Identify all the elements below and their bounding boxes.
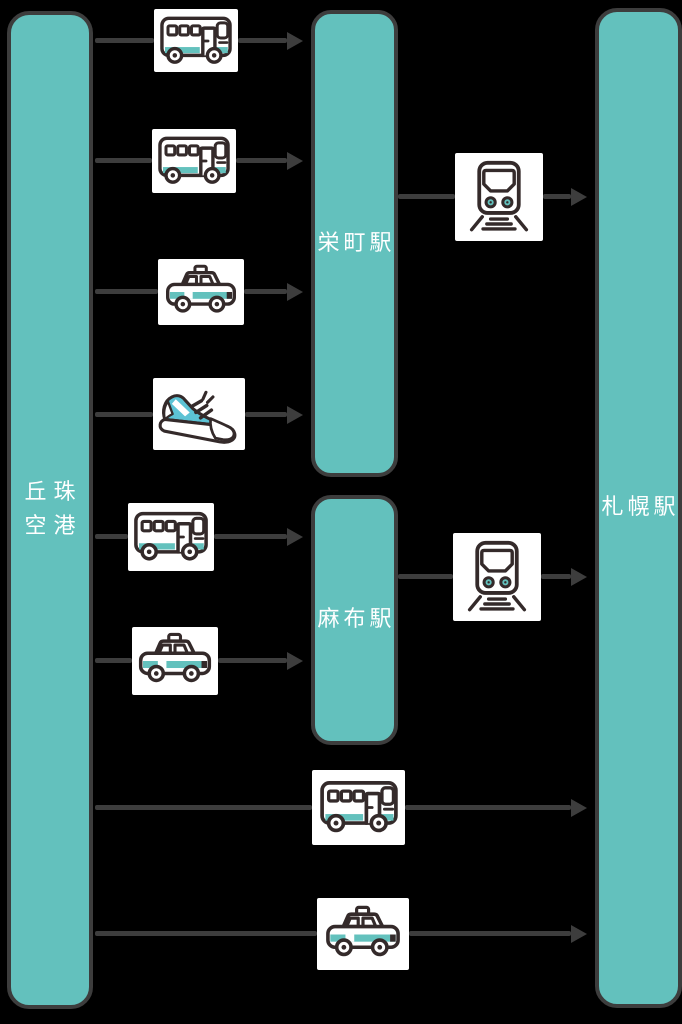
- icon-card-sneaker: [153, 378, 245, 450]
- arrow-line: [214, 534, 287, 539]
- train-icon: [461, 159, 537, 235]
- node-asabu-station: 麻布駅: [311, 495, 398, 745]
- station-label-okadama: 丘珠 空港: [24, 480, 83, 539]
- arrow-head: [287, 406, 303, 424]
- icon-card-train-1: [455, 153, 543, 241]
- arrow-head: [287, 283, 303, 301]
- arrow-head: [571, 925, 587, 943]
- arrow-line: [405, 805, 571, 810]
- arrow-line: [95, 658, 132, 663]
- arrow-head: [287, 652, 303, 670]
- arrow-head: [571, 188, 587, 206]
- taxi-icon: [163, 264, 239, 320]
- icon-card-taxi-3: [317, 898, 409, 970]
- taxi-icon: [136, 632, 214, 690]
- arrow-line: [409, 931, 571, 936]
- node-sapporo-station: 札幌駅: [595, 8, 682, 1008]
- arrow-head: [287, 152, 303, 170]
- arrow-line: [238, 38, 287, 43]
- bus-icon: [318, 777, 400, 838]
- icon-card-taxi-1: [158, 259, 244, 325]
- icon-card-bus-3: [128, 503, 214, 571]
- arrow-head: [287, 528, 303, 546]
- bus-icon: [158, 13, 234, 69]
- icon-card-bus-1: [154, 9, 238, 72]
- icon-card-train-2: [453, 533, 541, 621]
- station-label-asabu: 麻布駅: [317, 607, 396, 632]
- taxi-icon: [323, 905, 403, 964]
- arrow-line: [398, 194, 455, 199]
- sneaker-icon: [156, 383, 242, 445]
- arrow-line: [245, 412, 287, 417]
- node-sakaemachi-station: 栄町駅: [311, 10, 398, 477]
- bus-icon: [132, 508, 210, 566]
- icon-card-taxi-2: [132, 627, 218, 695]
- node-okadama-airport: 丘珠 空港: [7, 11, 93, 1009]
- arrow-head: [571, 568, 587, 586]
- icon-card-bus-4: [312, 770, 405, 845]
- arrow-head: [571, 799, 587, 817]
- arrow-line: [95, 931, 317, 936]
- arrow-line: [398, 574, 453, 579]
- arrow-line: [95, 289, 158, 294]
- train-icon: [459, 539, 535, 615]
- arrow-line: [236, 158, 287, 163]
- bus-icon: [156, 133, 232, 189]
- station-label-sapporo: 札幌駅: [601, 495, 680, 520]
- arrow-line: [95, 534, 128, 539]
- arrow-head: [287, 32, 303, 50]
- icon-card-bus-2: [152, 129, 236, 193]
- arrow-line: [218, 658, 287, 663]
- arrow-line: [95, 412, 153, 417]
- arrow-line: [543, 194, 571, 199]
- arrow-line: [541, 574, 571, 579]
- station-label-sakaemachi: 栄町駅: [317, 230, 396, 256]
- arrow-line: [95, 158, 152, 163]
- arrow-line: [95, 805, 312, 810]
- arrow-line: [244, 289, 287, 294]
- arrow-line: [95, 38, 154, 43]
